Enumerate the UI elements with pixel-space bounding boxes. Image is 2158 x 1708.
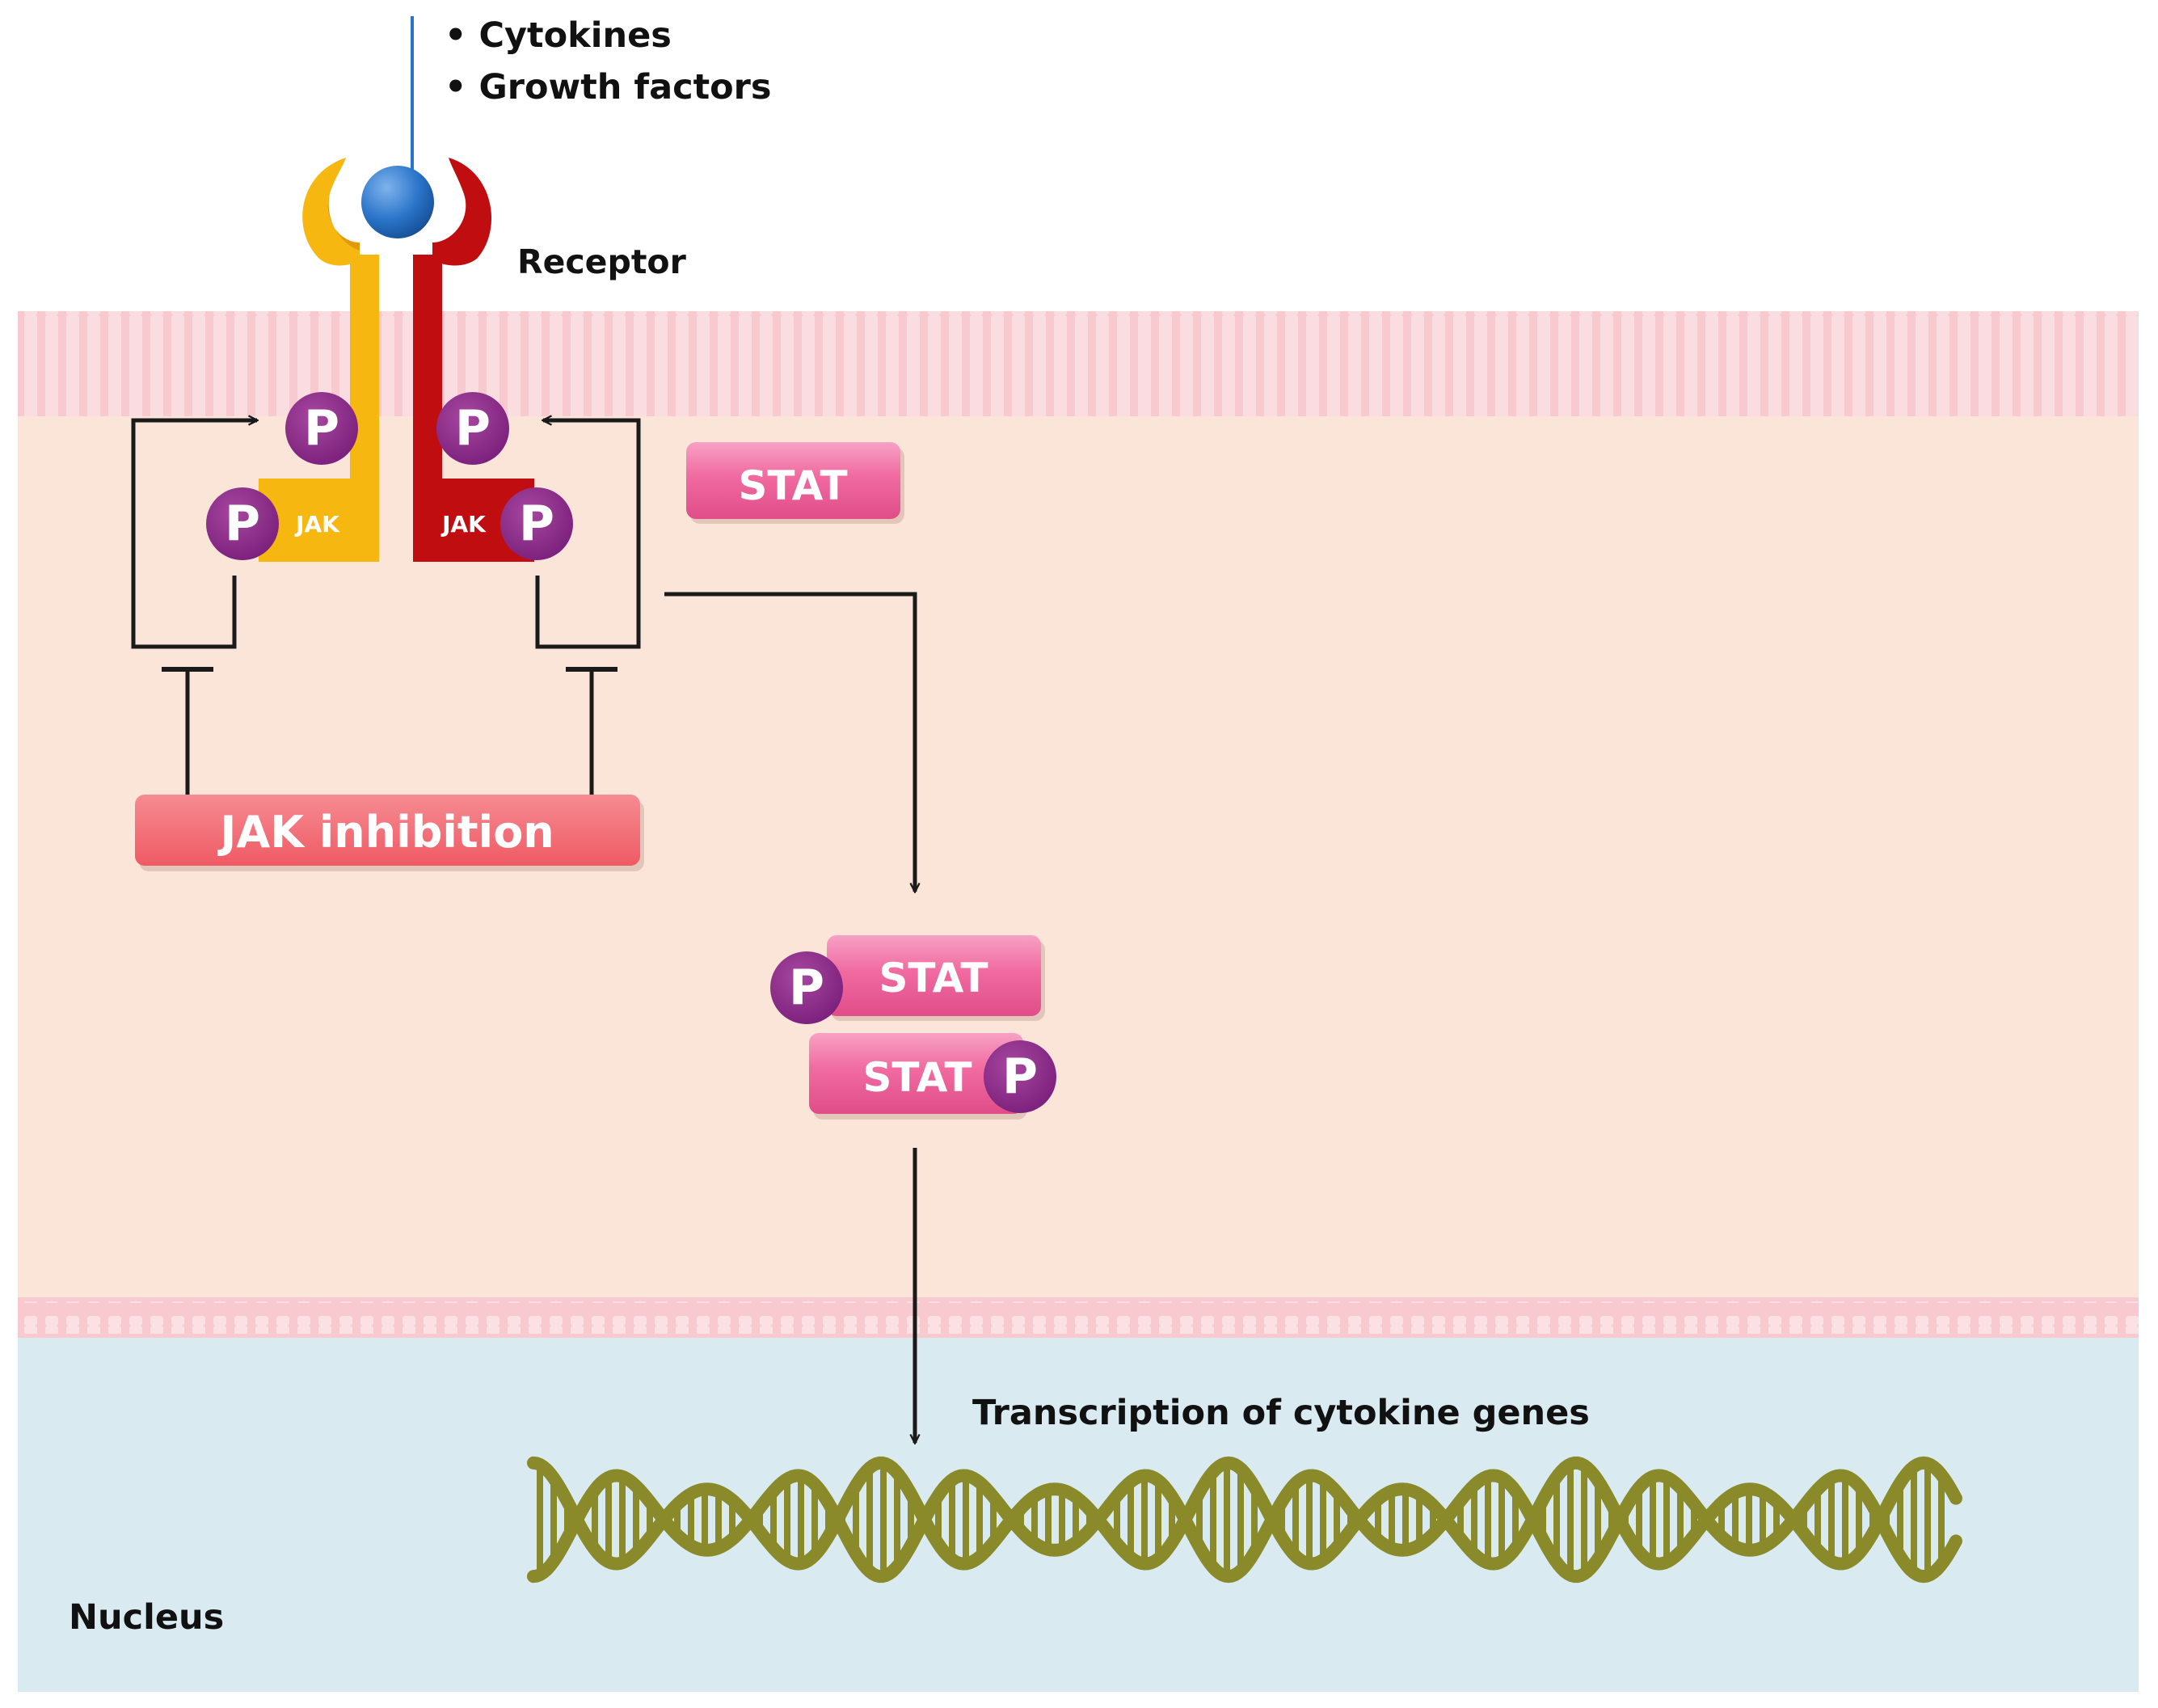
phospho-stat-bottom xyxy=(984,1040,1056,1113)
dna-strand-b xyxy=(527,1456,1962,1571)
ligand-item-growth-factors: • Growth factors xyxy=(445,67,771,108)
jak-left-label: JAK xyxy=(294,511,340,538)
stat-dimer-bottom xyxy=(809,1033,1023,1114)
feedback-arrow-right xyxy=(535,420,641,649)
stat-dimer-bottom-label: STAT xyxy=(862,1054,972,1101)
svg-text:P: P xyxy=(225,496,260,552)
dna-strand-a xyxy=(527,1469,1962,1584)
svg-text:P: P xyxy=(304,400,339,457)
stat-dimer-top-label: STAT xyxy=(879,955,988,1002)
svg-text:P: P xyxy=(519,496,554,552)
jak-inhibition-label: JAK inhibition xyxy=(217,807,554,858)
nuclear-membrane-lipids xyxy=(18,1301,2139,1334)
jak-right-label: JAK xyxy=(440,511,487,538)
stat-recruitment-arrow xyxy=(664,592,915,892)
stat-free-label: STAT xyxy=(738,462,847,509)
jak-left xyxy=(259,479,379,562)
phospho-receptor-right: P xyxy=(436,392,509,465)
ligand-molecule xyxy=(361,166,434,238)
phospho-jak-right: P xyxy=(500,487,573,560)
receptor-chain-right-head xyxy=(432,158,492,266)
stat-dimer: STAT P STAT P xyxy=(770,935,1056,1120)
stat-dimer-top xyxy=(827,935,1041,1016)
dna-double-helix xyxy=(527,1456,1962,1584)
nucleus-label: Nucleus xyxy=(69,1597,224,1638)
jak-inhibition-box xyxy=(135,795,640,866)
receptor xyxy=(259,158,534,562)
svg-text:P: P xyxy=(1002,1048,1038,1105)
receptor-chain-left-head-shade xyxy=(327,194,360,251)
receptor-label: Receptor xyxy=(517,242,687,281)
stat-free xyxy=(686,442,900,519)
feedback-arrow-left xyxy=(131,420,257,649)
phospho-stat-top xyxy=(770,951,843,1024)
receptor-chain-left-head xyxy=(302,158,360,266)
svg-text:P: P xyxy=(789,959,824,1016)
ligand-item-cytokines: • Cytokines xyxy=(445,15,672,56)
phospho-receptor-left: P xyxy=(285,392,358,465)
phospho-jak-left: P xyxy=(206,487,279,560)
svg-text:P: P xyxy=(455,400,491,457)
transcription-label: Transcription of cytokine genes xyxy=(972,1393,1590,1433)
